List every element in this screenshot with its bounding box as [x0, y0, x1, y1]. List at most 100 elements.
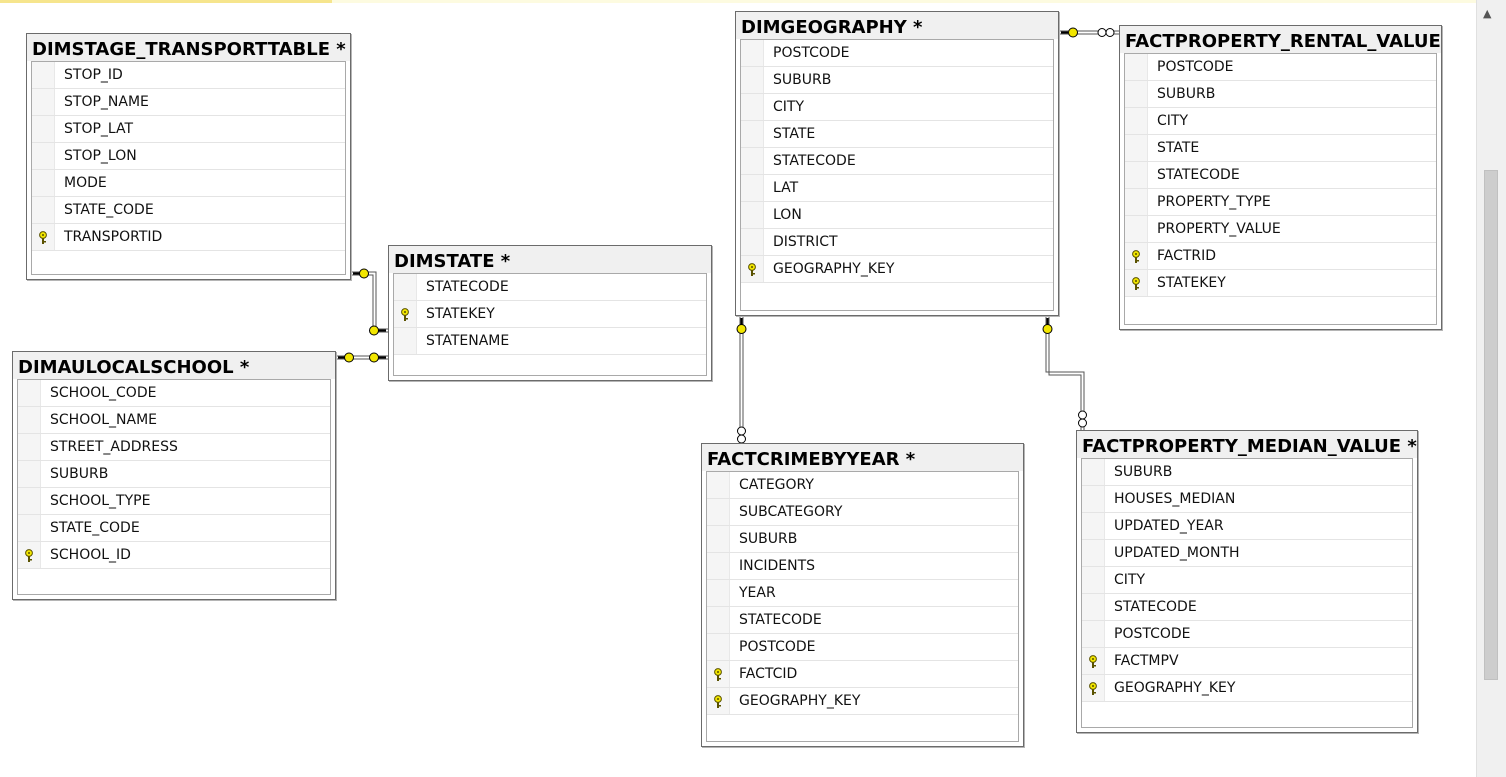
row-selector[interactable]: [1125, 216, 1148, 242]
table-title[interactable]: DIMGEOGRAPHY *: [736, 12, 1058, 39]
row-selector[interactable]: [1082, 540, 1105, 566]
row-selector[interactable]: [32, 116, 55, 142]
row-selector[interactable]: [1125, 162, 1148, 188]
column-row-property-value[interactable]: PROPERTY_VALUE: [1125, 216, 1436, 243]
scrollbar-thumb[interactable]: [1484, 170, 1498, 680]
row-selector[interactable]: [1082, 567, 1105, 593]
row-selector[interactable]: [1125, 108, 1148, 134]
relationship-school-state[interactable]: [336, 352, 388, 363]
row-selector[interactable]: [18, 488, 41, 514]
table-title[interactable]: FACTPROPERTY_RENTAL_VALUE *: [1120, 26, 1441, 53]
row-selector[interactable]: [1125, 54, 1148, 80]
column-row-year[interactable]: YEAR: [707, 580, 1018, 607]
row-selector[interactable]: [707, 634, 730, 660]
row-selector[interactable]: [32, 170, 55, 196]
row-selector[interactable]: [18, 461, 41, 487]
column-row-stop-name[interactable]: STOP_NAME: [32, 89, 345, 116]
row-selector[interactable]: [32, 89, 55, 115]
column-row-updated-month[interactable]: UPDATED_MONTH: [1082, 540, 1412, 567]
column-row-updated-year[interactable]: UPDATED_YEAR: [1082, 513, 1412, 540]
column-row-statecode[interactable]: STATECODE: [707, 607, 1018, 634]
row-selector[interactable]: [32, 224, 55, 250]
row-selector[interactable]: [18, 515, 41, 541]
row-selector[interactable]: [18, 542, 41, 568]
row-selector[interactable]: [741, 40, 764, 66]
row-selector[interactable]: [707, 580, 730, 606]
column-row-lon[interactable]: LON: [741, 202, 1053, 229]
column-row-state-code[interactable]: STATE_CODE: [18, 515, 330, 542]
relationship-geography-crime[interactable]: [736, 316, 747, 444]
row-selector[interactable]: [394, 328, 417, 354]
row-selector[interactable]: [394, 301, 417, 327]
column-row-property-type[interactable]: PROPERTY_TYPE: [1125, 189, 1436, 216]
row-selector[interactable]: [1082, 648, 1105, 674]
row-selector[interactable]: [1125, 135, 1148, 161]
row-selector[interactable]: [1125, 81, 1148, 107]
row-selector[interactable]: [741, 94, 764, 120]
row-selector[interactable]: [707, 607, 730, 633]
column-row-postcode[interactable]: POSTCODE: [741, 40, 1053, 67]
row-selector[interactable]: [1082, 594, 1105, 620]
column-row-postcode[interactable]: POSTCODE: [707, 634, 1018, 661]
column-row-stop-lon[interactable]: STOP_LON: [32, 143, 345, 170]
row-selector[interactable]: [1125, 243, 1148, 269]
table-title[interactable]: DIMSTAGE_TRANSPORTTABLE *: [27, 34, 350, 61]
column-row-district[interactable]: DISTRICT: [741, 229, 1053, 256]
column-row-geography-key[interactable]: GEOGRAPHY_KEY: [707, 688, 1018, 715]
column-row-mode[interactable]: MODE: [32, 170, 345, 197]
row-selector[interactable]: [707, 472, 730, 498]
row-selector[interactable]: [18, 434, 41, 460]
row-selector[interactable]: [707, 526, 730, 552]
row-selector[interactable]: [32, 143, 55, 169]
row-selector[interactable]: [1125, 189, 1148, 215]
row-selector[interactable]: [707, 499, 730, 525]
column-row-school-code[interactable]: SCHOOL_CODE: [18, 380, 330, 407]
column-row-city[interactable]: CITY: [1082, 567, 1412, 594]
column-row-state[interactable]: STATE: [741, 121, 1053, 148]
relationship-transport-state[interactable]: [351, 268, 388, 336]
row-selector[interactable]: [18, 407, 41, 433]
row-selector[interactable]: [707, 688, 730, 714]
table-title[interactable]: DIMSTATE *: [389, 246, 711, 273]
row-selector[interactable]: [32, 62, 55, 88]
column-row-subcategory[interactable]: SUBCATEGORY: [707, 499, 1018, 526]
row-selector[interactable]: [741, 256, 764, 282]
table-title[interactable]: FACTCRIMEBYYEAR *: [702, 444, 1023, 471]
column-row-suburb[interactable]: SUBURB: [707, 526, 1018, 553]
column-row-street-address[interactable]: STREET_ADDRESS: [18, 434, 330, 461]
column-row-category[interactable]: CATEGORY: [707, 472, 1018, 499]
row-selector[interactable]: [741, 202, 764, 228]
row-selector[interactable]: [741, 148, 764, 174]
row-selector[interactable]: [18, 380, 41, 406]
column-row-factmpv[interactable]: FACTMPV: [1082, 648, 1412, 675]
column-row-suburb[interactable]: SUBURB: [1082, 459, 1412, 486]
row-selector[interactable]: [1082, 513, 1105, 539]
row-selector[interactable]: [32, 197, 55, 223]
table-title[interactable]: FACTPROPERTY_MEDIAN_VALUE *: [1077, 431, 1417, 458]
column-row-suburb[interactable]: SUBURB: [1125, 81, 1436, 108]
row-selector[interactable]: [741, 67, 764, 93]
row-selector[interactable]: [1082, 459, 1105, 485]
column-row-statename[interactable]: STATENAME: [394, 328, 706, 355]
row-selector[interactable]: [1082, 675, 1105, 701]
column-row-suburb[interactable]: SUBURB: [18, 461, 330, 488]
vertical-scrollbar[interactable]: ▲: [1476, 0, 1506, 777]
scroll-up-arrow-icon[interactable]: ▲: [1483, 7, 1492, 20]
column-row-statecode[interactable]: STATECODE: [394, 274, 706, 301]
column-row-factcid[interactable]: FACTCID: [707, 661, 1018, 688]
column-row-state-code[interactable]: STATE_CODE: [32, 197, 345, 224]
column-row-statecode[interactable]: STATECODE: [1125, 162, 1436, 189]
column-row-stop-lat[interactable]: STOP_LAT: [32, 116, 345, 143]
relationship-geography-rental[interactable]: [1059, 27, 1119, 38]
column-row-houses-median[interactable]: HOUSES_MEDIAN: [1082, 486, 1412, 513]
row-selector[interactable]: [741, 121, 764, 147]
column-row-school-name[interactable]: SCHOOL_NAME: [18, 407, 330, 434]
column-row-lat[interactable]: LAT: [741, 175, 1053, 202]
column-row-factrid[interactable]: FACTRID: [1125, 243, 1436, 270]
relationship-geography-median[interactable]: [1042, 316, 1087, 430]
